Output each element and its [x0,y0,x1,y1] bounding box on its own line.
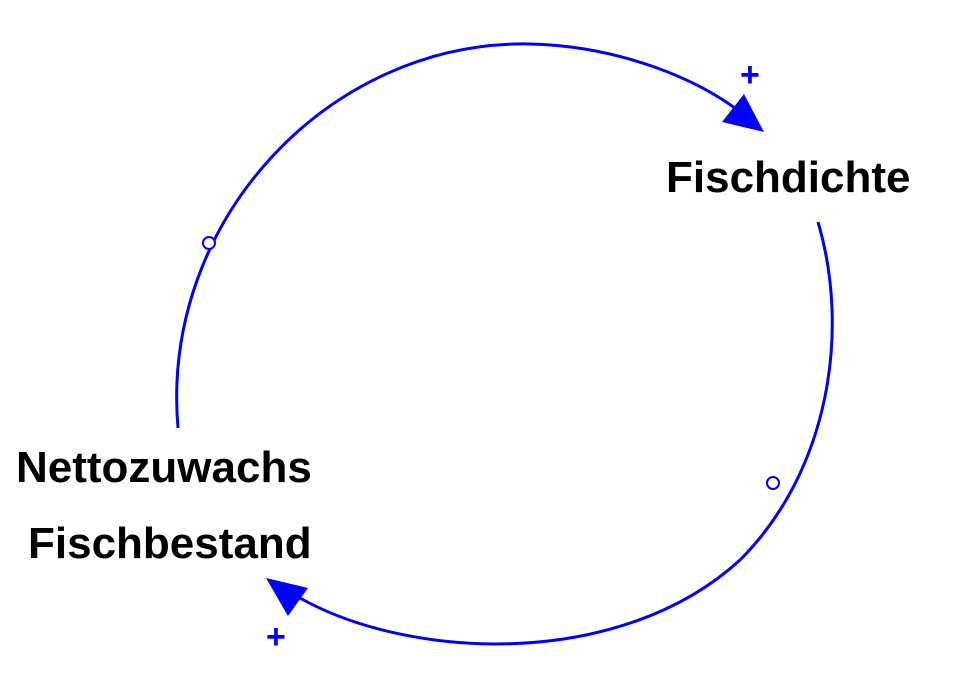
link-nettozuwachs-to-fischdichte[interactable] [175,42,741,429]
arrowhead-fischdichte [722,94,764,132]
variable-fischdichte[interactable]: Fischdichte [666,153,911,202]
arrowhead-nettozuwachs [266,578,308,616]
link-handle-1[interactable] [202,236,216,250]
polarity-sign-bottom: + [266,618,286,656]
link-fischdichte-to-nettozuwachs[interactable] [299,221,834,646]
variable-nettozuwachs-line2[interactable]: Fischbestand [28,519,312,568]
polarity-sign-top: + [740,56,760,94]
variable-nettozuwachs-line1[interactable]: Nettozuwachs [16,443,312,492]
link-handle-2[interactable] [766,476,780,490]
